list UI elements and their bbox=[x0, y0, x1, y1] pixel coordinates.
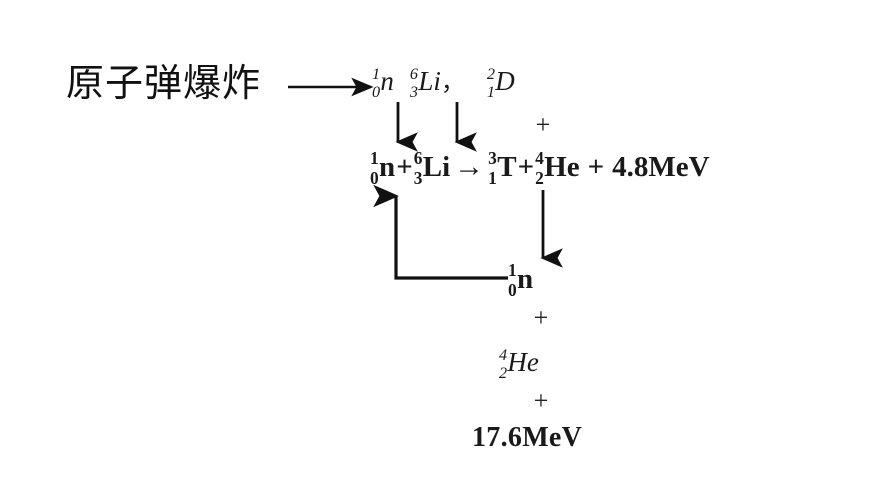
lithium-reactant-symbol: Li bbox=[422, 151, 451, 183]
equation-plus-2: + bbox=[517, 151, 535, 183]
neutron-source-atomic-number: 0 bbox=[372, 83, 381, 102]
equation-energy-release: 4.8MeV bbox=[612, 151, 710, 183]
plus-under-deuterium: + bbox=[535, 110, 551, 139]
plus-after-helium: + bbox=[533, 386, 549, 415]
lithium-reactant-mass-number: 6 bbox=[413, 148, 423, 169]
product-neutron-symbol: n bbox=[517, 263, 534, 295]
tritium-mass-number: 3 bbox=[488, 148, 497, 169]
deuterium-atomic-number: 1 bbox=[486, 83, 495, 102]
total-energy-label: 17.6MeV bbox=[472, 422, 583, 453]
product-helium-symbol: He bbox=[507, 347, 539, 377]
neutron-source-mass-number: 1 bbox=[372, 65, 381, 84]
neutron-reactant-mass-number: 1 bbox=[370, 148, 379, 169]
equation-plus-3: + bbox=[587, 151, 605, 183]
neutron-reactant-atomic-number: 0 bbox=[370, 167, 379, 188]
helium-equation-symbol: He bbox=[544, 151, 580, 183]
product-helium-mass-number: 4 bbox=[499, 346, 508, 365]
helium-equation-mass-number: 4 bbox=[535, 148, 544, 169]
lithium-source-atomic-number: 3 bbox=[409, 83, 418, 102]
tritium-atomic-number: 1 bbox=[488, 167, 497, 188]
yields-arrow-icon: → bbox=[454, 150, 485, 183]
product-neutron-atomic-number: 0 bbox=[508, 279, 517, 300]
plus-after-neutron: + bbox=[533, 303, 549, 332]
reactants-separator: ， bbox=[440, 68, 465, 96]
atomic-bomb-explosion-label: 原子弹爆炸 bbox=[66, 61, 262, 105]
lithium-source-symbol: Li bbox=[418, 66, 441, 96]
neutron-recycle-arrow bbox=[373, 184, 508, 280]
helium-equation-atomic-number: 2 bbox=[535, 167, 544, 188]
equation-plus-1: + bbox=[396, 151, 413, 183]
tritium-symbol: T bbox=[497, 151, 517, 183]
deuterium-symbol: D bbox=[495, 66, 515, 96]
deuterium-mass-number: 2 bbox=[486, 65, 495, 84]
neutron-source-symbol: n bbox=[380, 66, 394, 96]
neutron-reactant-symbol: n bbox=[379, 151, 396, 183]
product-neutron-mass-number: 1 bbox=[508, 260, 517, 281]
lithium-reactant-atomic-number: 3 bbox=[413, 167, 423, 188]
product-helium-atomic-number: 2 bbox=[499, 364, 508, 383]
lithium-source-mass-number: 6 bbox=[409, 65, 418, 84]
